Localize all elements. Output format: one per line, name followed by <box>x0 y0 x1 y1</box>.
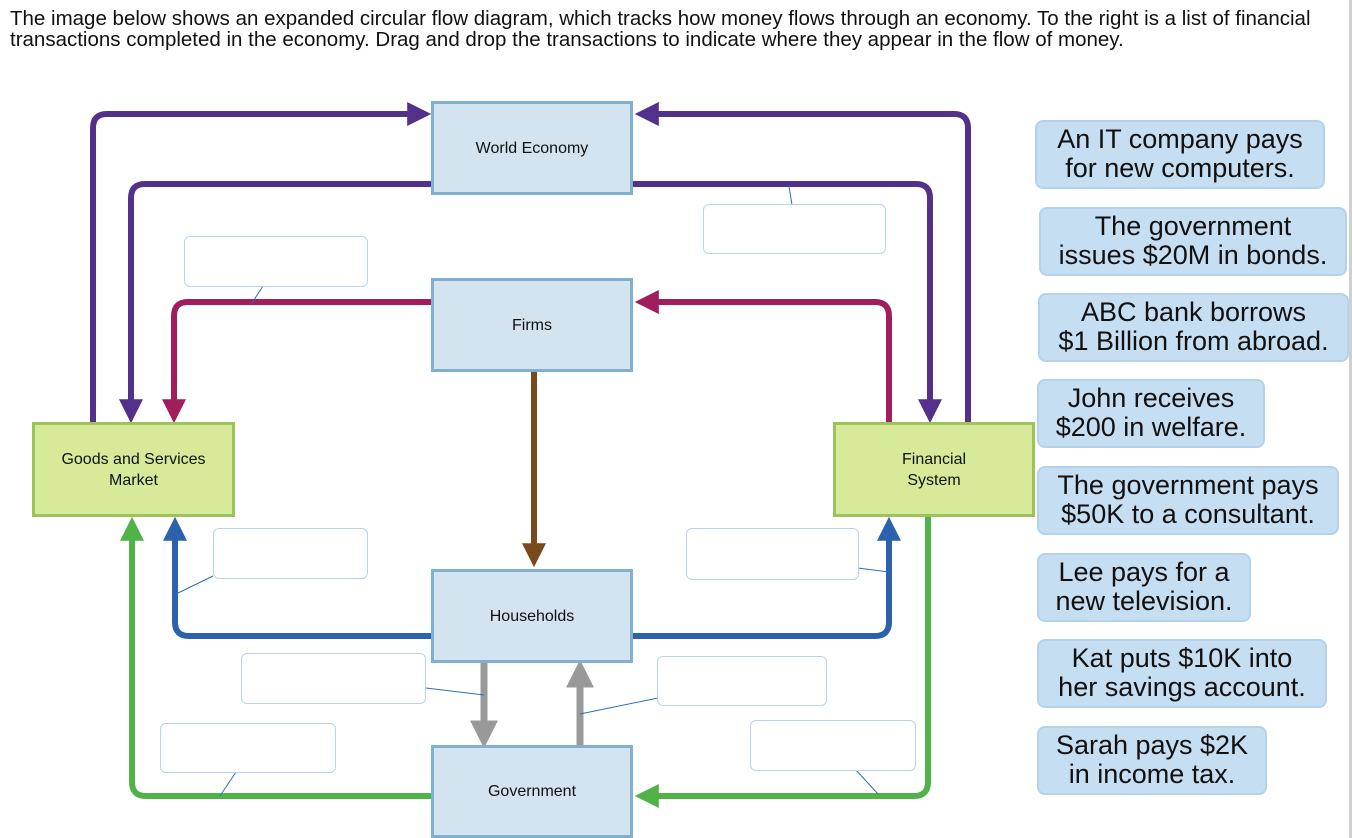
flow-households-to-financial <box>632 516 901 639</box>
flow-households-to-goods <box>163 516 432 639</box>
connector-line <box>219 771 237 797</box>
connector-line <box>251 285 264 304</box>
scrollbar[interactable] <box>1349 0 1352 838</box>
node-firms: Firms <box>431 278 633 372</box>
node-financial-system-label-line2: System <box>907 471 961 489</box>
transaction-text-line2: $1 Billion from abroad. <box>1058 326 1329 356</box>
instructions-text: The image below shows an expanded circul… <box>10 7 1311 51</box>
dropzone-world-to-financial[interactable] <box>703 204 886 254</box>
connector-line <box>788 185 793 206</box>
node-households-label: Households <box>489 607 575 625</box>
node-firms-label: Firms <box>512 316 552 334</box>
dropzone-households-to-government[interactable] <box>241 653 426 704</box>
flow-world-to-financial <box>632 181 942 424</box>
connector-line <box>425 687 485 696</box>
transaction-text-line1: An IT company pays <box>1057 124 1303 154</box>
dropzone-households-to-goods[interactable] <box>213 528 368 579</box>
dropzone-government-to-households[interactable] <box>657 656 827 706</box>
node-goods-services-label-line2: Market <box>109 471 158 489</box>
transaction-text-line2: issues $20M in bonds. <box>1058 240 1328 270</box>
flow-firms-to-goods <box>162 299 432 424</box>
flow-financial-to-firms <box>634 290 892 422</box>
dropzone-government-to-goods[interactable] <box>160 723 336 773</box>
dropzone-households-to-financial[interactable] <box>686 528 859 580</box>
flow-goods-to-world <box>90 102 432 422</box>
transaction-text-line1: The government <box>1094 211 1292 241</box>
connector-line <box>857 567 890 573</box>
transaction-text-line1: John receives <box>1067 383 1235 413</box>
node-financial-system-label-line1: Financial <box>901 450 967 468</box>
node-goods-services-label-line1: Goods and Services <box>61 450 206 468</box>
node-government-label: Government <box>487 783 577 800</box>
transaction-text-line2: $200 in welfare. <box>1055 412 1247 442</box>
transaction-text-line1: Kat puts $10K into <box>1071 643 1293 673</box>
flow-world-to-goods <box>119 181 432 424</box>
transaction-card[interactable]: ABC bank borrows$1 Billion from abroad. <box>1038 293 1349 362</box>
node-world-economy: World Economy <box>431 101 633 195</box>
flow-government-to-goods <box>120 516 432 799</box>
connector-line <box>855 769 879 795</box>
transaction-text-line2: her savings account. <box>1058 672 1306 702</box>
node-world-economy-label: World Economy <box>475 139 589 157</box>
dropzone-firms-to-goods[interactable] <box>184 236 368 287</box>
transaction-text-line2: in income tax. <box>1068 759 1236 789</box>
transaction-text-line1: Sarah pays $2K <box>1055 730 1249 760</box>
dropzone-financial-to-government[interactable] <box>750 720 916 771</box>
connector-line <box>579 697 659 715</box>
transaction-text-line1: The government pays <box>1057 470 1319 500</box>
transaction-card[interactable]: John receives$200 in welfare. <box>1037 379 1265 448</box>
transaction-text-line2: for new computers. <box>1065 153 1295 183</box>
flow-financial-to-government <box>634 516 931 808</box>
transaction-text-line1: Lee pays for a <box>1058 557 1230 587</box>
flow-financial-to-world <box>634 102 971 422</box>
transaction-text-line1: ABC bank borrows <box>1080 297 1307 327</box>
connector-line <box>175 575 214 595</box>
node-households: Households <box>431 569 633 663</box>
transaction-card[interactable]: The government pays$50K to a consultant. <box>1037 466 1339 535</box>
transaction-text-line2: new television. <box>1055 586 1233 616</box>
transaction-text-line2: $50K to a consultant. <box>1061 499 1315 529</box>
node-government: Government <box>431 745 633 838</box>
